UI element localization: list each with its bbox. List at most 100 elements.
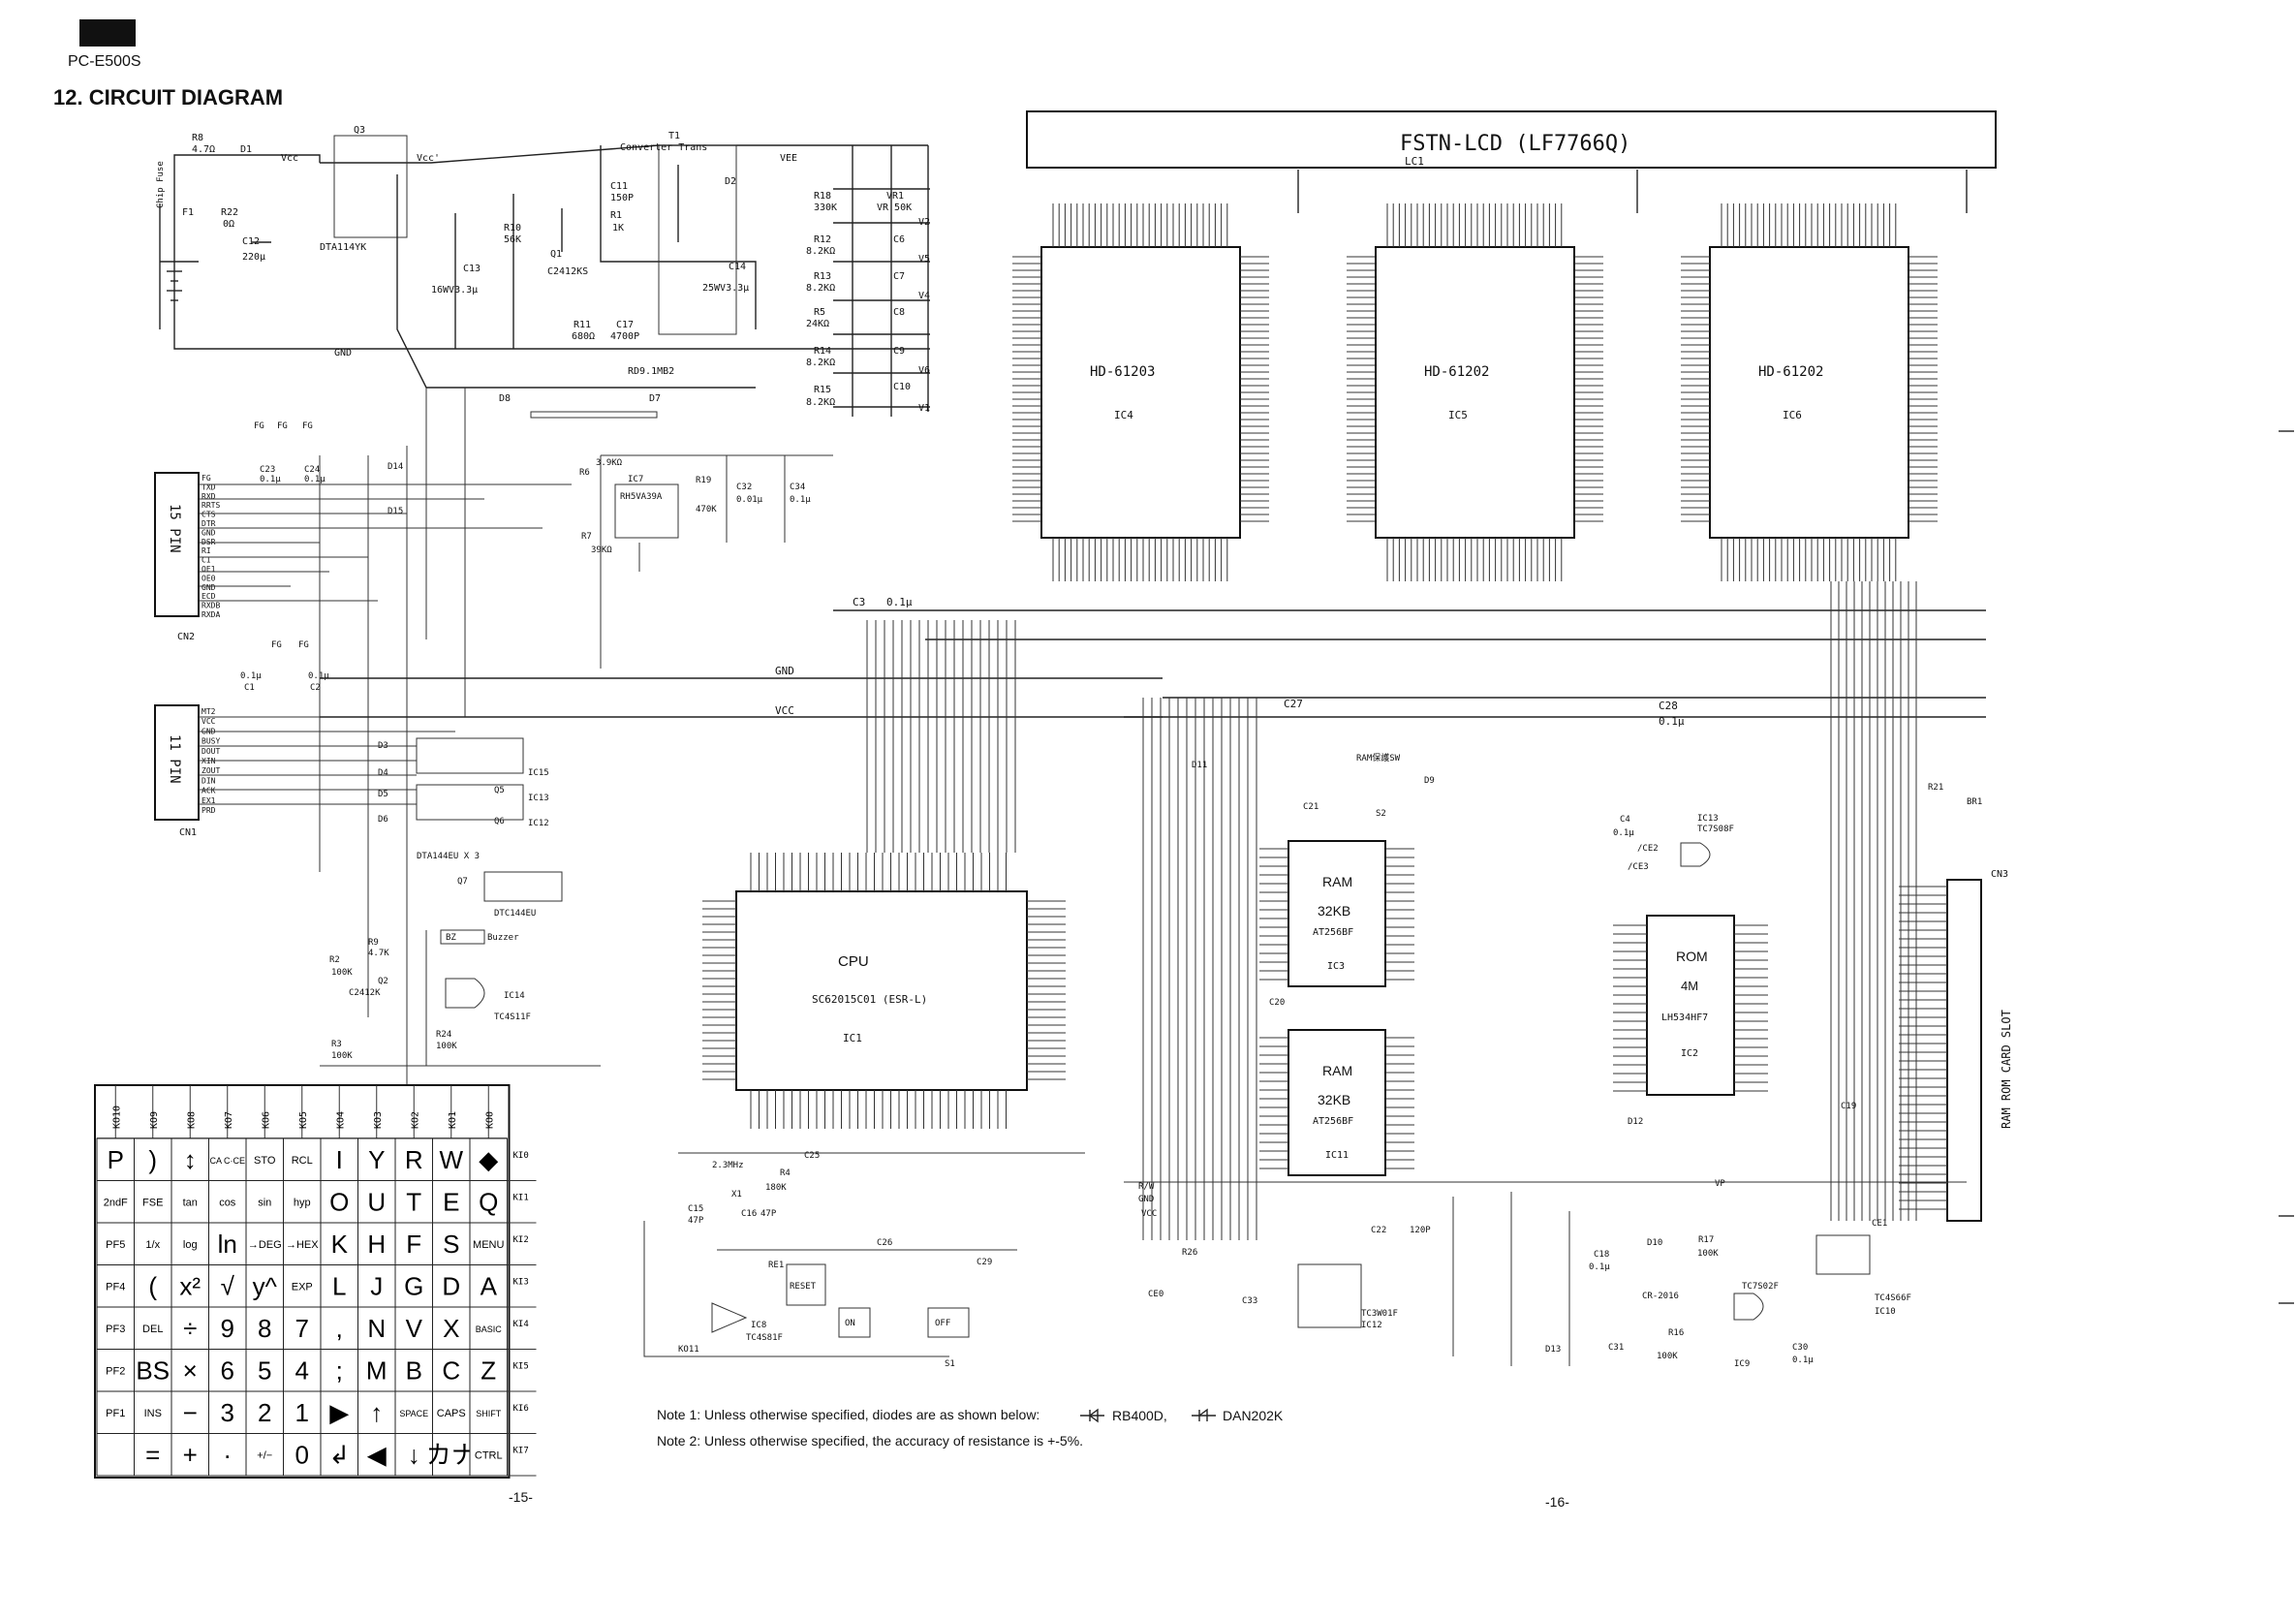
svg-text:C22: C22 bbox=[1371, 1226, 1386, 1235]
keyboard-key-label: F bbox=[406, 1230, 421, 1259]
svg-text:C17: C17 bbox=[616, 320, 634, 330]
svg-text:4.7Ω: 4.7Ω bbox=[192, 144, 215, 155]
brand-logo bbox=[79, 19, 136, 47]
keyboard-key bbox=[245, 1433, 284, 1477]
keyboard-key-label: PF3 bbox=[106, 1324, 125, 1335]
keyboard-key-label: B bbox=[406, 1355, 422, 1385]
svg-text:RAM保護SW: RAM保護SW bbox=[1356, 752, 1401, 763]
cn1-signal: ZOUT bbox=[202, 766, 220, 775]
svg-text:R1: R1 bbox=[610, 210, 622, 221]
svg-text:100K: 100K bbox=[331, 968, 353, 978]
svg-text:RAM: RAM bbox=[1322, 874, 1352, 889]
keyboard-key-label: 3 bbox=[221, 1398, 234, 1427]
svg-text:C1: C1 bbox=[244, 683, 255, 693]
svg-text:0.1μ: 0.1μ bbox=[790, 495, 811, 505]
keyboard-key-label: hyp bbox=[294, 1197, 311, 1208]
keyboard-key bbox=[208, 1222, 247, 1265]
keyboard-key-label: x² bbox=[179, 1271, 201, 1300]
svg-text:HD-61202: HD-61202 bbox=[1758, 364, 1823, 380]
battery-icon bbox=[167, 270, 182, 301]
svg-text:680Ω: 680Ω bbox=[572, 331, 595, 342]
keyboard-key bbox=[432, 1137, 471, 1181]
svg-text:R6: R6 bbox=[579, 468, 590, 478]
keyboard-key-label: J bbox=[370, 1271, 383, 1300]
svg-text:R/W: R/W bbox=[1138, 1182, 1155, 1192]
svg-text:R18: R18 bbox=[814, 191, 831, 202]
svg-text:180K: 180K bbox=[765, 1183, 787, 1193]
svg-text:KO11: KO11 bbox=[678, 1345, 699, 1355]
keyboard-key-label: ↲ bbox=[328, 1440, 350, 1469]
svg-text:X1: X1 bbox=[731, 1190, 742, 1199]
lcd-label: FSTN-LCD (LF7766Q) bbox=[1400, 132, 1630, 156]
keyboard-key-label: tan bbox=[183, 1197, 198, 1208]
svg-text:C12: C12 bbox=[242, 236, 260, 247]
keyboard-key-label: W bbox=[439, 1145, 463, 1174]
keyboard-key-label: R bbox=[405, 1145, 423, 1174]
keyboard-key bbox=[432, 1433, 471, 1477]
note-1: Note 1: Unless otherwise specified, diod… bbox=[657, 1407, 1039, 1422]
svg-text:C16: C16 bbox=[741, 1209, 757, 1219]
keyboard-key-label: CA C·CE bbox=[209, 1156, 245, 1166]
svg-text:Q2: Q2 bbox=[378, 977, 388, 986]
keyboard-key-label: ▶ bbox=[329, 1398, 349, 1427]
keyboard-key-label: →DEG bbox=[248, 1239, 282, 1251]
svg-text:Buzzer: Buzzer bbox=[487, 933, 519, 943]
keyboard-key-label: ( bbox=[148, 1271, 157, 1300]
svg-text:FG: FG bbox=[302, 421, 313, 431]
svg-text:C2412KS: C2412KS bbox=[547, 266, 588, 277]
keyboard-key-label: Y bbox=[368, 1145, 385, 1174]
svg-text:IC8: IC8 bbox=[751, 1321, 766, 1330]
bus-lines bbox=[320, 609, 1986, 718]
lcd-panel bbox=[1026, 110, 1997, 169]
keyboard-key-label: FSE bbox=[142, 1197, 163, 1208]
svg-text:R12: R12 bbox=[814, 234, 831, 245]
keyboard-key bbox=[469, 1433, 508, 1477]
svg-text:D5: D5 bbox=[378, 790, 388, 799]
ram-ic11: RAM 32KB AT256BF IC11 bbox=[1288, 1029, 1386, 1176]
keyboard-key bbox=[134, 1390, 172, 1434]
keyboard-key-label: DEL bbox=[142, 1324, 163, 1335]
svg-text:C2: C2 bbox=[310, 683, 321, 693]
svg-text:R5: R5 bbox=[814, 307, 825, 318]
svg-text:C18: C18 bbox=[1594, 1250, 1609, 1260]
svg-text:V5: V5 bbox=[918, 254, 930, 265]
cn2-signal: GND bbox=[202, 583, 216, 592]
keyboard-key-label: T bbox=[406, 1187, 421, 1216]
svg-text:IC13: IC13 bbox=[1697, 814, 1719, 824]
svg-text:24KΩ: 24KΩ bbox=[806, 319, 829, 329]
svg-text:IC7: IC7 bbox=[628, 475, 643, 484]
svg-text:FG: FG bbox=[271, 640, 282, 650]
svg-text:C11: C11 bbox=[610, 181, 628, 192]
svg-text:V6: V6 bbox=[918, 365, 930, 376]
svg-text:Converter Trans: Converter Trans bbox=[620, 142, 707, 153]
svg-text:2.3MHz: 2.3MHz bbox=[712, 1161, 744, 1170]
keyboard-key bbox=[357, 1222, 396, 1265]
keyboard-key-label: ↕ bbox=[184, 1145, 197, 1174]
cn2-signal: RXDA bbox=[202, 610, 220, 619]
chip-fuse-label: Chip Fuse bbox=[156, 161, 166, 208]
rom-ic2: ROM 4M LH534HF7 IC2 bbox=[1646, 915, 1735, 1096]
keyboard-key-label: C bbox=[442, 1355, 460, 1385]
keyboard-key bbox=[432, 1222, 471, 1265]
svg-text:R7: R7 bbox=[581, 532, 592, 542]
svg-text:0Ω: 0Ω bbox=[223, 219, 234, 230]
keyboard-key bbox=[283, 1264, 322, 1308]
svg-text:IC12: IC12 bbox=[1361, 1321, 1382, 1330]
svg-text:R15: R15 bbox=[814, 385, 831, 395]
keyboard-key bbox=[469, 1349, 508, 1392]
svg-text:VCC: VCC bbox=[1141, 1209, 1157, 1219]
keyboard-key-label: PF2 bbox=[106, 1365, 125, 1377]
keyboard-key-label: PF5 bbox=[106, 1239, 125, 1251]
svg-text:100K: 100K bbox=[331, 1051, 353, 1061]
keyboard-key-label: · bbox=[223, 1440, 232, 1469]
svg-text:R3: R3 bbox=[331, 1040, 342, 1049]
svg-text:GND: GND bbox=[1138, 1195, 1154, 1204]
svg-text:220μ: 220μ bbox=[242, 252, 265, 263]
keyboard-key-label: ÷ bbox=[183, 1314, 197, 1343]
keyboard-row-label: KI0 bbox=[513, 1151, 529, 1161]
keyboard-column-label: KO5 bbox=[298, 1111, 309, 1129]
keyboard-key-label: Z bbox=[481, 1355, 496, 1385]
svg-text:VR1: VR1 bbox=[886, 191, 904, 202]
